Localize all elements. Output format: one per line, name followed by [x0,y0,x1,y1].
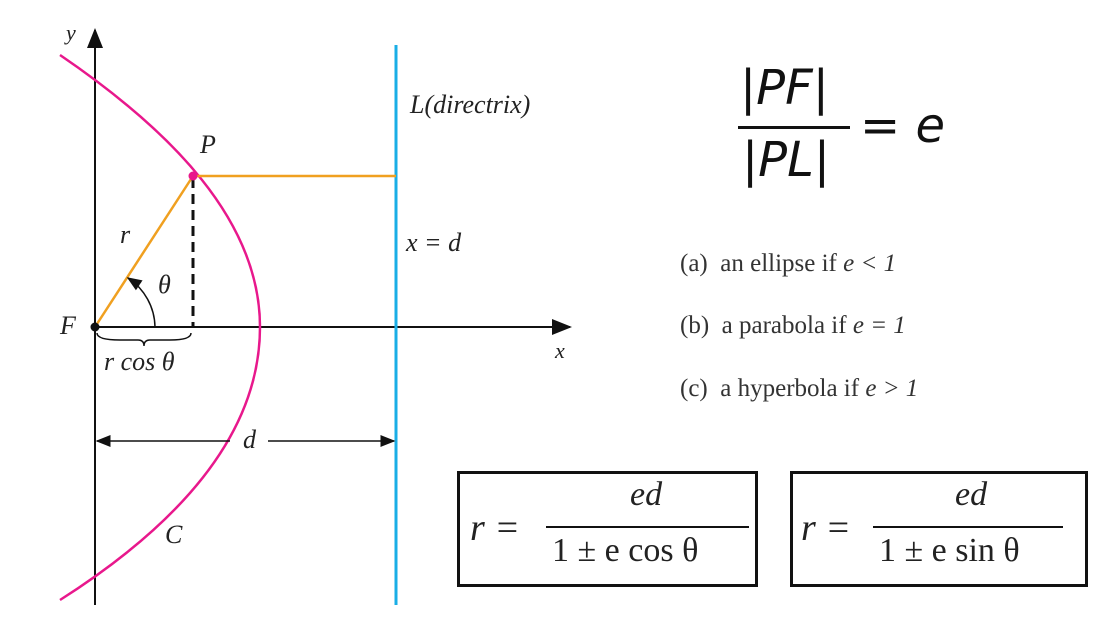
formula-numerator: ed [955,476,988,513]
x-axis-label: x [555,338,565,363]
focus-point [90,322,100,332]
definition-rhs: = e [860,98,946,154]
formula-lhs: r = [801,507,851,549]
polar-formula-sin-box: r = ed 1 ± e sin θ [790,471,1088,587]
formula-denominator: 1 ± e sin θ [879,532,1020,569]
curve-label: C [165,520,183,549]
case-parabola: (b) a parabola if e = 1 [680,312,906,339]
formula-denominator: 1 ± e cos θ [552,532,699,569]
definition-numerator: |PF| [740,60,829,116]
theta-arc [126,277,156,328]
y-axis-label: y [66,20,76,45]
formula-bar [546,526,749,528]
projection-label: r cos θ [104,347,175,376]
projection-brace [96,332,192,347]
directrix-equation: x = d [406,228,462,257]
radius-segment [93,175,195,328]
point-p [188,171,198,181]
formula-lhs: r = [470,507,520,549]
directrix-label: L(directrix) [410,90,531,119]
angle-label: θ [158,270,171,299]
definition-fraction-bar [738,126,850,129]
focus-label: F [60,311,76,340]
formula-bar [873,526,1063,528]
definition-denominator: |PL| [742,132,831,188]
formula-numerator: ed [630,476,663,513]
radius-label: r [120,220,131,249]
point-label: P [200,130,216,159]
polar-formula-cos-box: r = ed 1 ± e cos θ [457,471,758,587]
case-hyperbola: (c) a hyperbola if e > 1 [680,375,919,402]
distance-label: d [243,425,256,454]
case-ellipse: (a) an ellipse if e < 1 [680,250,897,277]
conic-curve [59,53,262,602]
